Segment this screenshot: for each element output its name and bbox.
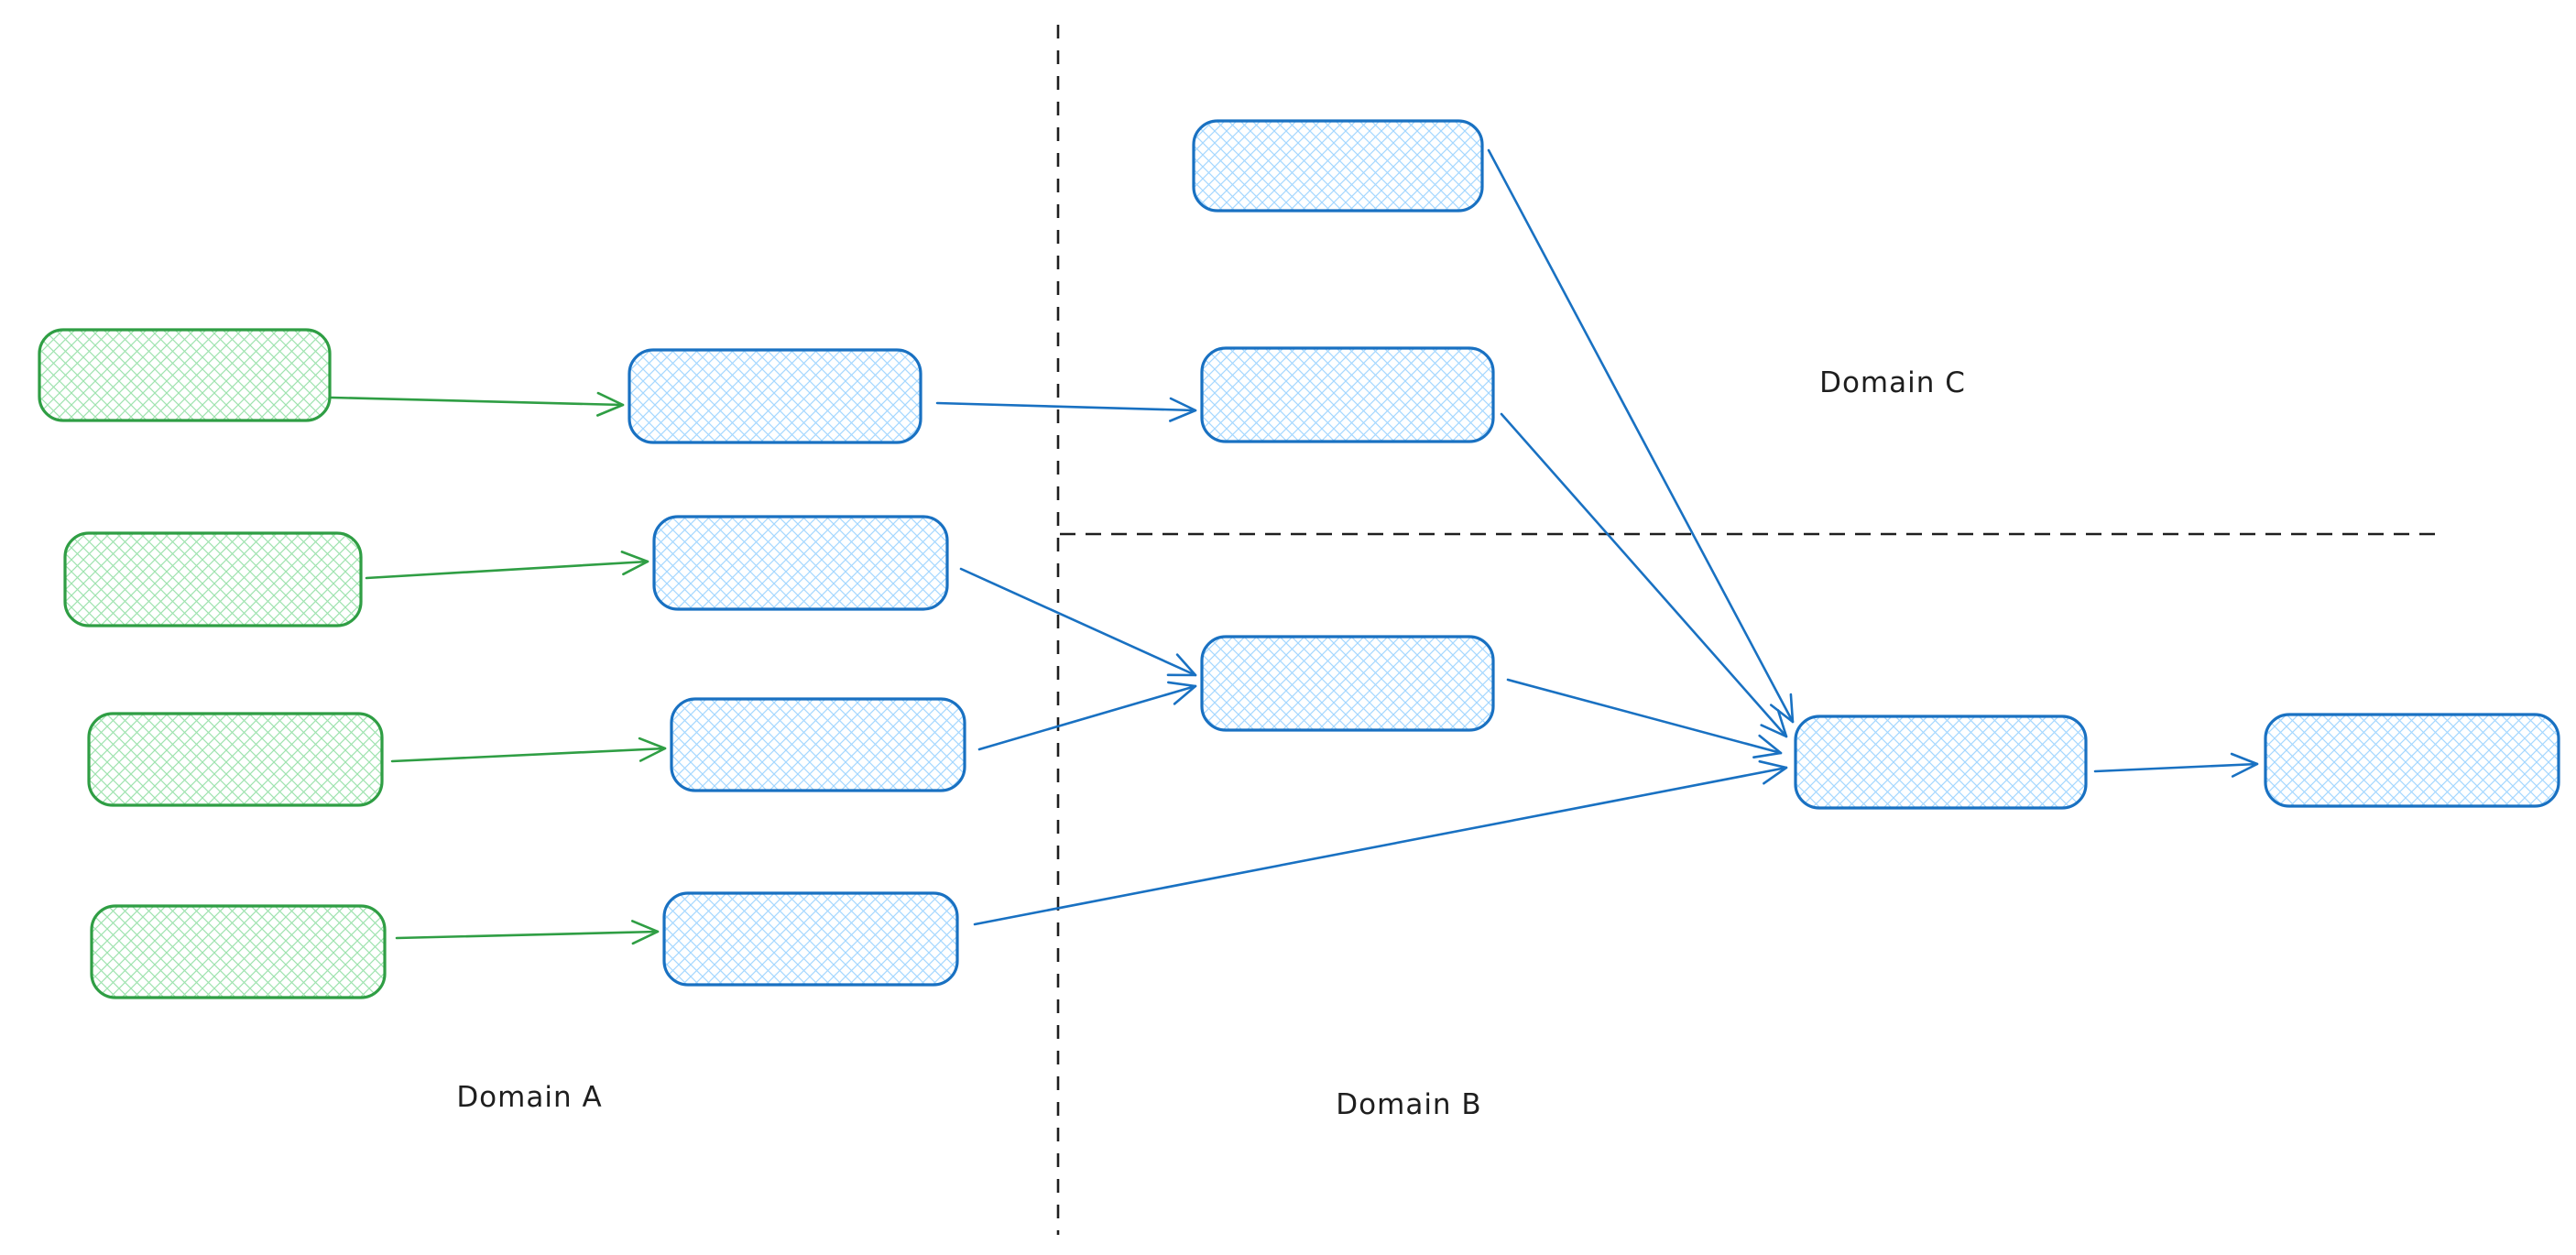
node-stage-a2[interactable]: [652, 515, 949, 611]
node-stage-a3[interactable]: [670, 697, 966, 792]
node-node-c1[interactable]: [1192, 119, 1484, 213]
arrow-stage-a3-node-b1-arrowhead-icon: [1167, 681, 1197, 705]
edges-layer: [330, 148, 2259, 945]
arrow-aggregator-output[interactable]: [2093, 752, 2259, 778]
arrow-input-2-stage-a2-arrowhead-icon: [620, 551, 649, 576]
node-input-4[interactable]: [90, 904, 387, 999]
node-stage-a1[interactable]: [628, 348, 922, 444]
nodes-layer: [38, 119, 2560, 999]
arrow-node-b1-aggregator[interactable]: [1506, 678, 1783, 758]
node-input-3[interactable]: [87, 712, 384, 807]
domain-b-label[interactable]: Domain B: [1336, 1088, 1481, 1121]
arrow-input-4-stage-a4-arrowhead-icon: [631, 920, 660, 945]
arrow-node-c2-aggregator-arrowhead-icon: [1760, 709, 1788, 738]
node-aggregator[interactable]: [1794, 715, 2088, 810]
arrow-stage-a4-aggregator[interactable]: [973, 759, 1788, 926]
domain-c-label[interactable]: Domain C: [1819, 366, 1966, 399]
arrow-aggregator-output-arrowhead-icon: [2230, 752, 2259, 778]
arrow-input-1-stage-a1-arrowhead-icon: [596, 391, 625, 417]
node-output[interactable]: [2264, 713, 2560, 808]
node-input-2[interactable]: [63, 531, 363, 628]
node-stage-a4[interactable]: [662, 891, 959, 987]
node-node-b1[interactable]: [1200, 635, 1495, 732]
arrow-node-c2-aggregator-shaft: [1500, 412, 1788, 738]
arrow-stage-a1-node-c2[interactable]: [935, 397, 1197, 422]
arrow-stage-a4-aggregator-arrowhead-icon: [1758, 759, 1788, 785]
arrow-stage-a2-node-b1-arrowhead-icon: [1166, 653, 1197, 677]
arrow-stage-a4-aggregator-shaft: [973, 766, 1788, 926]
arrow-stage-a2-node-b1-shaft: [959, 567, 1197, 677]
arrow-input-2-stage-a2-shaft: [365, 560, 649, 580]
arrow-node-c1-aggregator-shaft: [1487, 148, 1795, 724]
node-node-c2[interactable]: [1200, 346, 1495, 443]
arrow-stage-a3-node-b1[interactable]: [977, 681, 1197, 751]
domain-a-label[interactable]: Domain A: [456, 1081, 602, 1114]
arrow-input-1-stage-a1[interactable]: [330, 391, 625, 417]
arrow-input-2-stage-a2[interactable]: [365, 551, 649, 580]
arrow-node-b1-aggregator-arrowhead-icon: [1752, 734, 1783, 758]
node-input-1[interactable]: [38, 328, 332, 422]
arrow-aggregator-output-shaft: [2093, 762, 2259, 773]
arrow-stage-a2-node-b1[interactable]: [959, 567, 1197, 677]
labels-layer: Domain A Domain B Domain C: [456, 366, 1966, 1121]
domain-boundaries: [1056, 25, 2444, 1235]
arrow-node-c2-aggregator[interactable]: [1500, 412, 1788, 738]
arrow-stage-a1-node-c2-shaft: [935, 401, 1197, 412]
arrow-input-3-stage-a3-arrowhead-icon: [638, 737, 667, 762]
arrow-stage-a3-node-b1-shaft: [977, 684, 1197, 751]
arrow-input-3-stage-a3[interactable]: [390, 737, 667, 763]
arrow-input-4-stage-a4[interactable]: [395, 920, 660, 945]
arrow-node-c1-aggregator[interactable]: [1487, 148, 1795, 724]
arrow-stage-a1-node-c2-arrowhead-icon: [1169, 397, 1197, 422]
arrow-input-1-stage-a1-shaft: [330, 396, 625, 407]
arrow-input-4-stage-a4-shaft: [395, 930, 660, 940]
arrow-input-3-stage-a3-shaft: [390, 747, 667, 763]
arrow-node-b1-aggregator-shaft: [1506, 678, 1783, 755]
